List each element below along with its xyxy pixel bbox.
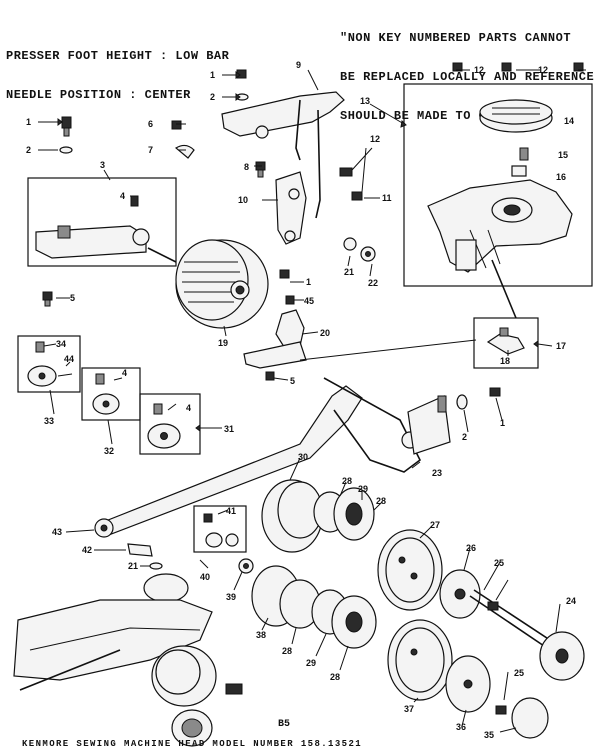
callout: 6 (148, 119, 153, 129)
callout: 17 (556, 341, 566, 351)
callout: 18 (500, 356, 510, 366)
callout: 28 (376, 496, 386, 506)
hook-drive-assembly-13 (403, 62, 593, 319)
callout: 1 (306, 277, 311, 287)
callout: 19 (218, 338, 228, 348)
shaft-24 (469, 589, 585, 681)
callout: 30 (298, 452, 308, 462)
bracket-assembly-3 (27, 177, 177, 267)
callout: 24 (566, 596, 576, 606)
callout: 12 (370, 134, 380, 144)
presser-foot-note: PRESSER FOOT HEIGHT : LOW BAR NEEDLE POS… (6, 24, 229, 115)
callout: 22 (368, 278, 378, 288)
callout: 28 (282, 646, 292, 656)
callout: 21 (344, 267, 354, 277)
bracket-part-20 (243, 269, 307, 381)
callout: 7 (148, 145, 153, 155)
callout: 8 (244, 162, 249, 172)
parts-notice-line1: "NON KEY NUMBERED PARTS CANNOT (340, 31, 572, 45)
callout: 1 (210, 70, 215, 80)
callout: 35 (484, 730, 494, 740)
callout: 39 (226, 592, 236, 602)
callout: 42 (82, 545, 92, 555)
callout: 44 (64, 354, 74, 364)
callout: 31 (224, 424, 234, 434)
callout: 36 (456, 722, 466, 732)
callout: 3 (100, 160, 105, 170)
callout: 13 (360, 96, 370, 106)
motor-pulley-19 (147, 239, 269, 329)
callout: 10 (238, 195, 248, 205)
part-box-33 (17, 335, 81, 393)
callout: 32 (104, 446, 114, 456)
arrow-heads (57, 71, 539, 432)
callout: 25 (514, 668, 524, 678)
page-code: B5 (278, 719, 291, 730)
parts-notice-line2: BE REPLACED LOCALLY AND REFERENCE (340, 70, 595, 84)
part-box-40 (193, 505, 247, 553)
callout: 1 (26, 117, 31, 127)
callout: 29 (358, 484, 368, 494)
callout: 1 (500, 418, 505, 428)
callout: 21 (128, 561, 138, 571)
screw-set-left (42, 116, 73, 307)
arm-bracket-9-10 (171, 69, 363, 245)
callout: 25 (494, 558, 504, 568)
callout: 15 (558, 150, 568, 160)
callout: 12 (474, 65, 484, 75)
needle-position-line: NEEDLE POSITION : CENTER (6, 88, 191, 102)
presser-foot-line: PRESSER FOOT HEIGHT : LOW BAR (6, 49, 230, 63)
callout: 23 (432, 468, 442, 478)
callout: 11 (382, 193, 392, 203)
callout: 43 (52, 527, 62, 537)
callout: 2 (462, 432, 467, 442)
callout: 5 (70, 293, 75, 303)
callout: 29 (306, 658, 316, 668)
bracket-23 (407, 387, 501, 455)
callout: 4 (120, 191, 125, 201)
callout: 20 (320, 328, 330, 338)
gear-cluster-upper (261, 479, 481, 619)
leader-lines (38, 69, 586, 733)
callout: 12 (538, 65, 548, 75)
callout: 2 (210, 92, 215, 102)
callout: 14 (564, 116, 574, 126)
callout: 38 (256, 630, 266, 640)
callout: 40 (200, 572, 210, 582)
callout: 28 (330, 672, 340, 682)
callout: 4 (186, 403, 191, 413)
callout: 34 (56, 339, 66, 349)
callout-labels: 1 2 9 13 12 12 1 2 3 6 7 8 12 14 15 16 4… (26, 60, 576, 740)
callout: 41 (226, 506, 236, 516)
part-box-32 (81, 367, 141, 421)
callout: 28 (342, 476, 352, 486)
gear-cluster-lower (251, 565, 549, 739)
callout: 26 (466, 543, 476, 553)
callout: 5 (290, 376, 295, 386)
footer-model-caption: KENMORE SEWING MACHINE HEAD MODEL NUMBER… (22, 739, 363, 749)
callout: 33 (44, 416, 54, 426)
part-box-31 (139, 393, 201, 455)
callout: 16 (556, 172, 566, 182)
washers-21-22 (343, 237, 376, 262)
callout: 27 (430, 520, 440, 530)
callout: 2 (26, 145, 31, 155)
callout: 45 (304, 296, 314, 306)
callout: 9 (296, 60, 301, 70)
callout: 37 (404, 704, 414, 714)
pin-washer-42-39 (127, 543, 254, 574)
machine-base-assembly (13, 573, 243, 747)
callout: 4 (122, 368, 127, 378)
